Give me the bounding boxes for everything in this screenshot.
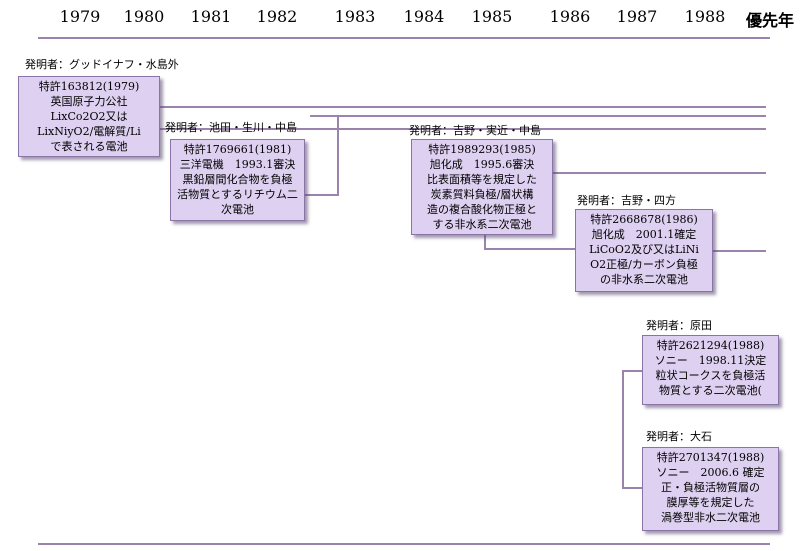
patent-line: 英国原子力公社 bbox=[50, 95, 128, 108]
connector-line bbox=[622, 370, 642, 372]
patent-box: 特許1989293(1985) 旭化成 1995.6審決 比表面積等を規定した … bbox=[411, 139, 553, 235]
connector-line bbox=[310, 115, 766, 117]
patent-line: 三洋電機 1993.1審決 bbox=[179, 158, 296, 171]
patent-line: 正・負極活物質層の bbox=[661, 481, 760, 494]
priority-year-label: 優先年 bbox=[745, 11, 795, 30]
patent-line: 旭化成 2001.1確定 bbox=[591, 228, 697, 241]
patent-line: で表される電池 bbox=[50, 140, 128, 153]
patent-box: 特許2701347(1988) ソニー 2006.6 確定 正・負極活物質層の … bbox=[642, 447, 779, 531]
year-label: 1981 bbox=[190, 7, 232, 26]
connector-line bbox=[305, 194, 339, 196]
patent-line: 活物質とするリチウム二 bbox=[177, 188, 298, 201]
patent-number: 特許2668678(1986) bbox=[590, 213, 698, 226]
connector-line bbox=[484, 235, 486, 249]
patent-box: 特許1769661(1981) 三洋電機 1993.1審決 黒鉛層間化合物を負極… bbox=[170, 139, 305, 221]
patent-line: の非水系二次電池 bbox=[600, 273, 688, 286]
patent-line: 旭化成 1995.6審決 bbox=[429, 158, 535, 171]
year-label: 1983 bbox=[334, 7, 376, 26]
patent-number: 特許1989293(1985) bbox=[428, 143, 536, 156]
patent-line: ソニー 2006.6 確定 bbox=[656, 466, 765, 479]
connector-line bbox=[337, 115, 339, 195]
patent-number: 特許1769661(1981) bbox=[183, 143, 292, 156]
year-label: 1985 bbox=[471, 7, 513, 26]
patent-line: 粒状コークスを負極活 bbox=[655, 369, 766, 382]
inventor-label: 発明者：グッドイナフ・水島外 bbox=[25, 58, 179, 71]
patent-line: 渦巻型非水二次電池 bbox=[661, 511, 760, 524]
year-label: 1984 bbox=[403, 7, 445, 26]
inventor-label: 発明者：大石 bbox=[646, 430, 712, 443]
patent-line: 次電池 bbox=[221, 203, 254, 216]
connector-line bbox=[553, 172, 766, 174]
inventor-label: 発明者：吉野・四方 bbox=[577, 194, 676, 207]
patent-line: LixCo2O2又は bbox=[50, 110, 128, 123]
patent-box: 特許2621294(1988) ソニー 1998.11決定 粒状コークスを負極活… bbox=[642, 335, 779, 405]
year-label: 1988 bbox=[684, 7, 726, 26]
inventor-label: 発明者：吉野・実近・中島 bbox=[409, 124, 541, 137]
patent-line: ソニー 1998.11決定 bbox=[654, 354, 767, 367]
patent-line: 炭素質料負極/層状構 bbox=[430, 188, 534, 201]
patent-number: 特許163812(1979) bbox=[38, 80, 140, 93]
year-label: 1987 bbox=[616, 7, 658, 26]
patent-line: LiCoO2及び又はLiNi bbox=[589, 243, 699, 256]
patent-line: LixNiyO2/電解質/Li bbox=[37, 125, 141, 138]
connector-line bbox=[484, 248, 575, 250]
inventor-label: 発明者：池田・生川・中島 bbox=[165, 121, 297, 134]
connector-line bbox=[160, 106, 766, 108]
patent-line: O2正極/カーボン負極 bbox=[590, 258, 698, 271]
year-label: 1986 bbox=[549, 7, 591, 26]
patent-number: 特許2701347(1988) bbox=[656, 451, 765, 464]
patent-line: 膜厚等を規定した bbox=[666, 496, 755, 509]
connector-line bbox=[622, 487, 642, 489]
inventor-label: 発明者：原田 bbox=[646, 319, 712, 332]
patent-line: する非水系二次電池 bbox=[432, 218, 532, 231]
connector-line bbox=[160, 128, 766, 130]
year-label: 1982 bbox=[256, 7, 298, 26]
patent-line: 比表面積等を規定した bbox=[427, 173, 537, 186]
connector-line bbox=[622, 370, 624, 488]
year-label: 1980 bbox=[123, 7, 165, 26]
patent-box: 特許163812(1979) 英国原子力公社 LixCo2O2又は LixNiy… bbox=[18, 76, 160, 157]
patent-line: 造の複合酸化物正極と bbox=[427, 203, 537, 216]
patent-line: 黒鉛層間化合物を負極 bbox=[182, 173, 293, 186]
patent-line: 物質とする二次電池( bbox=[659, 384, 762, 397]
patent-box: 特許2668678(1986) 旭化成 2001.1確定 LiCoO2及び又はL… bbox=[575, 209, 713, 292]
top-rule bbox=[38, 37, 770, 39]
year-label: 1979 bbox=[59, 7, 101, 26]
bottom-rule bbox=[38, 543, 770, 545]
connector-line bbox=[713, 250, 766, 252]
patent-number: 特許2621294(1988) bbox=[656, 339, 765, 352]
